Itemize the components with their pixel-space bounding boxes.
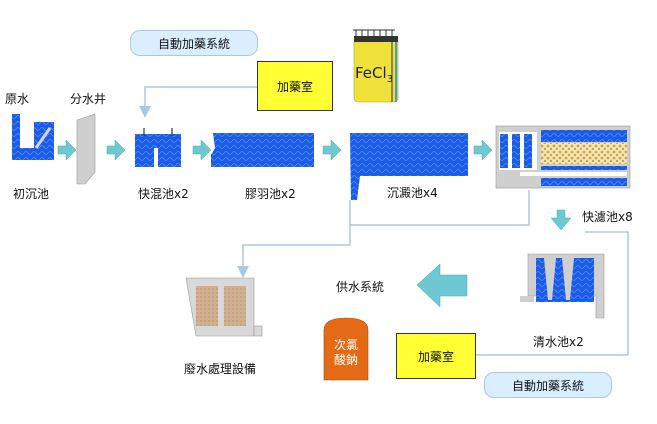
water-supply-arrow [416, 263, 468, 308]
label-sedimentation: 沉澱池x4 [387, 186, 438, 200]
label-raw-water: 原水 [5, 92, 30, 106]
pipe-sedimentation-to-waste [237, 200, 351, 278]
auto-dosing-bubble-bottom: 自動加藥系統 [484, 372, 612, 398]
label-primary-sedimentation: 初沉池 [13, 187, 50, 201]
flow-arrow-1 [57, 139, 77, 161]
label-rapid-mix: 快混池x2 [138, 187, 189, 201]
label-water-supply: 供水系統 [336, 280, 385, 294]
fecl3-label: FeCl3 [355, 64, 394, 85]
label-rapid-filter: 快濾池x8 [582, 210, 633, 224]
naocl-label: 次氯 酸鈉 [333, 338, 358, 367]
rapid-mix-tank [135, 128, 181, 167]
flow-arrow-5 [473, 139, 493, 161]
rapid-filter [495, 125, 631, 189]
flocculation-tank [211, 133, 314, 167]
pipe-lines [139, 86, 629, 356]
pipe-bottom-dosing [475, 231, 629, 356]
sedimentation-tank [350, 133, 468, 200]
flow-arrow-2 [106, 139, 126, 161]
dosing-room-bottom: 加藥室 [396, 333, 476, 379]
wastewater-treatment-unit [185, 277, 263, 337]
flow-arrows [57, 139, 572, 308]
auto-dosing-bubble-top: 自動加藥系統 [130, 30, 258, 56]
label-clear-water-tank: 清水池x2 [533, 335, 584, 349]
label-distribution-well: 分水井 [70, 92, 107, 106]
flow-arrow-3 [192, 139, 212, 161]
fecl3-tank [353, 29, 399, 103]
naocl-tank [323, 317, 369, 381]
distribution-well [76, 113, 96, 185]
dosing-room-top: 加藥室 [257, 61, 333, 111]
pipe-top-dosing [139, 86, 257, 118]
primary-sedimentation-tank [12, 114, 54, 160]
flow-arrow-down [550, 209, 572, 231]
pipe-filter-to-waste [350, 190, 530, 226]
flow-arrow-4 [322, 139, 342, 161]
label-flocculation: 膠羽池x2 [245, 187, 296, 201]
label-wastewater-treatment: 廢水處理設備 [184, 362, 257, 376]
clear-water-tank [520, 253, 605, 319]
